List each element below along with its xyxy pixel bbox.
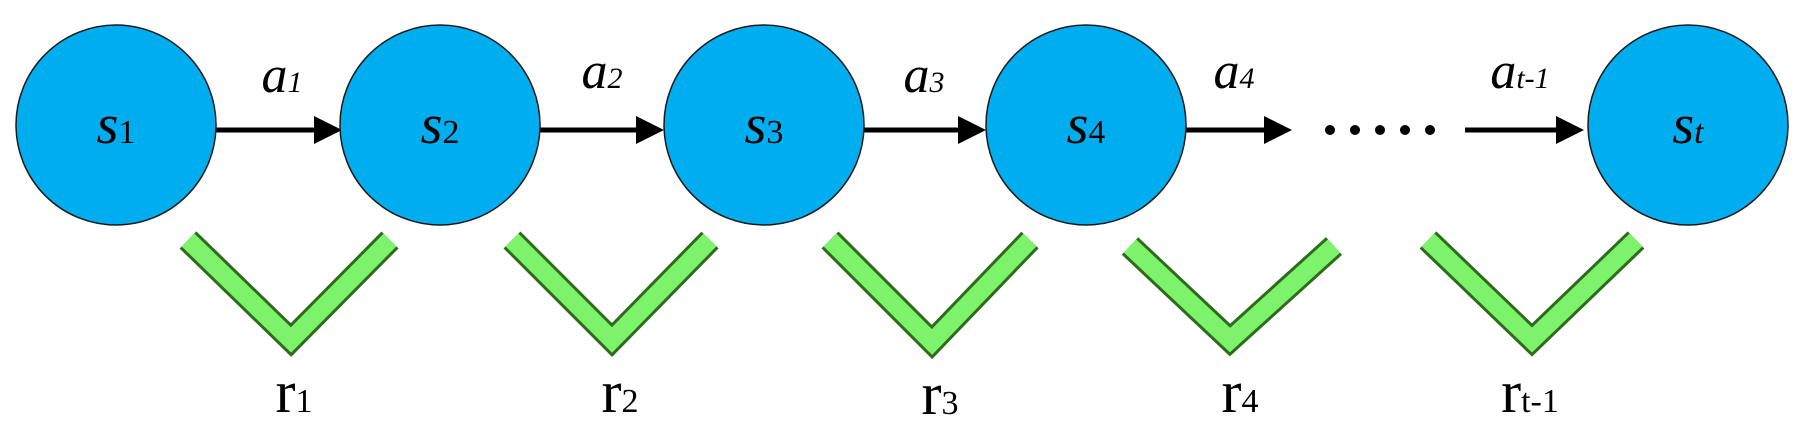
state-label: s2 [421,94,460,156]
transition-arrows [216,116,1584,144]
reward-label-r2: r2 [602,359,639,425]
reward-label-r4: r4 [1222,359,1259,425]
state-nodes: s1 s2 s3 s4 st [15,24,1789,226]
state-node-s2: s2 [339,24,541,226]
reward-label-r1: r1 [276,359,313,425]
action-labels: a1 a2 a3 a4 at-1 [262,43,1550,104]
action-label-a4: a4 [1214,43,1255,100]
action-label-a2: a2 [582,43,623,100]
check-mark-icon [503,231,719,358]
right-arrow-icon [1186,116,1292,144]
action-label-a3: a3 [904,47,945,104]
reward-labels: r1 r2 r3 r4 rt-1 [276,359,1559,427]
state-label: st [1672,94,1705,156]
check-mark-icon [179,231,399,357]
state-node-s1: s1 [15,24,217,226]
state-node-s4: s4 [985,24,1187,226]
state-label: s1 [97,94,136,156]
reward-checks [179,231,1645,360]
action-label-at-1: at-1 [1490,43,1549,100]
action-label-a1: a1 [262,47,303,104]
check-mark-icon [821,231,1039,360]
state-node-st: st [1587,24,1789,226]
check-mark-icon [1121,237,1343,357]
check-mark-icon [1419,231,1645,357]
right-arrow-icon [216,116,342,144]
state-node-s3: s3 [663,24,865,226]
right-arrow-icon [864,116,986,144]
right-arrow-icon [1465,116,1584,144]
state-label: s4 [1067,94,1106,156]
state-label: s3 [745,94,784,156]
ellipsis-icon [1325,125,1435,135]
reward-label-r3: r3 [922,361,959,427]
reward-label-rt-1: rt-1 [1501,359,1559,425]
right-arrow-icon [540,116,664,144]
